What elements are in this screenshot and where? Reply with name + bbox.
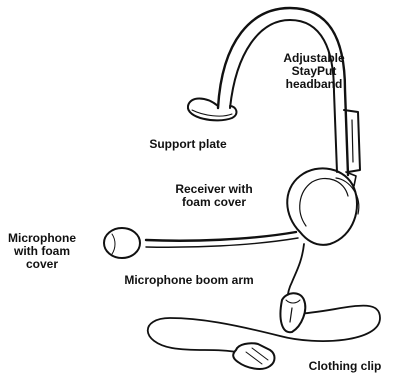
clothing-clip (280, 293, 305, 332)
label-clothing-clip: Clothing clip (300, 360, 390, 373)
receiver-with-foam-cover (287, 168, 359, 244)
microphone-boom-arm (146, 232, 298, 247)
label-adjustable-headband: Adjustable StayPut headband (266, 52, 362, 91)
headset-cord (148, 244, 380, 352)
quick-disconnect-plug (233, 343, 274, 369)
label-microphone: Microphone with foam cover (2, 232, 82, 271)
label-boom-arm: Microphone boom arm (120, 274, 258, 287)
label-support-plate: Support plate (138, 138, 238, 151)
support-plate (188, 99, 237, 121)
headband (218, 8, 360, 175)
microphone-with-foam-cover (104, 228, 140, 258)
label-receiver: Receiver with foam cover (160, 183, 268, 209)
